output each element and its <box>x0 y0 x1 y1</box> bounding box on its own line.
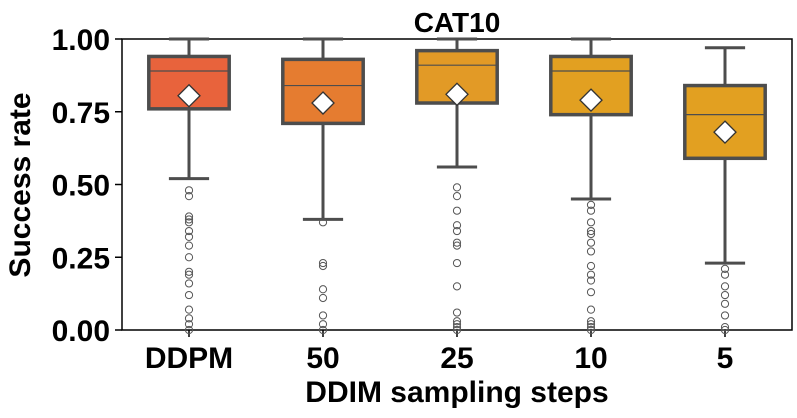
outlier-point <box>452 282 462 291</box>
outlier-point <box>184 253 194 262</box>
outlier-point <box>184 192 194 201</box>
y-axis-label: Success rate <box>4 92 37 277</box>
outlier-point <box>318 285 328 294</box>
outlier-point <box>452 320 462 329</box>
outlier-point <box>318 261 328 271</box>
mean-marker <box>579 88 603 113</box>
outlier-point <box>586 288 596 297</box>
outlier-point <box>452 221 462 230</box>
outlier-point <box>184 232 194 241</box>
outlier-point <box>452 192 462 201</box>
outlier-point <box>586 229 596 239</box>
x-tick-label: DDPM <box>145 342 233 375</box>
x-tick-label: 25 <box>440 342 473 375</box>
outlier-point <box>184 212 194 221</box>
outlier-point <box>318 293 328 303</box>
outlier-point <box>586 317 596 326</box>
outlier-point <box>318 218 328 227</box>
outlier-point <box>720 290 730 300</box>
box-series <box>147 37 767 335</box>
outlier-point <box>184 270 194 279</box>
mean-marker <box>713 120 737 145</box>
outlier-point <box>720 325 730 335</box>
outlier-point <box>586 226 596 236</box>
outlier-point <box>184 314 194 323</box>
outlier-point <box>586 261 596 271</box>
outlier-point <box>184 325 194 335</box>
outlier-point <box>452 241 462 250</box>
outlier-point <box>586 322 596 332</box>
outlier-point <box>184 186 194 195</box>
mean-marker <box>311 91 335 115</box>
outlier-point <box>184 290 194 300</box>
outlier-point <box>720 270 730 279</box>
outlier-point <box>720 311 730 320</box>
outlier-point <box>184 305 194 314</box>
y-tick-label: 0.00 <box>52 315 110 348</box>
y-tick-label: 1.00 <box>52 24 110 57</box>
x-axis-label: DDIM sampling steps <box>305 376 608 409</box>
box-group-5 <box>683 46 767 335</box>
outlier-point <box>318 320 328 329</box>
outlier-point <box>184 226 194 236</box>
outlier-point <box>452 226 462 236</box>
outlier-point <box>586 320 596 329</box>
outlier-point <box>586 238 596 247</box>
outlier-point <box>586 325 596 335</box>
outlier-point <box>184 215 194 224</box>
outlier-point <box>318 258 328 268</box>
outlier-point <box>586 247 596 256</box>
outlier-point <box>184 241 194 250</box>
box-group-10 <box>549 37 633 335</box>
x-tick-label: 10 <box>574 342 607 375</box>
box-iqr <box>147 54 231 111</box>
y-axis: 0.00 0.25 0.50 0.75 1.00 <box>52 24 122 348</box>
outlier-point <box>586 206 596 215</box>
outlier-point <box>720 299 730 308</box>
outlier-point <box>452 308 462 317</box>
outlier-point <box>452 183 462 192</box>
outlier-point <box>452 258 462 268</box>
outlier-point <box>184 320 194 329</box>
chart-title: CAT10 <box>414 7 501 38</box>
outlier-point <box>586 218 596 227</box>
y-tick-label: 0.25 <box>52 242 110 275</box>
outlier-point <box>586 305 596 314</box>
outlier-point <box>318 325 328 335</box>
outlier-point <box>720 282 730 291</box>
outlier-point <box>318 311 328 320</box>
outlier-point <box>184 218 194 227</box>
outlier-point <box>452 325 462 335</box>
outlier-point <box>184 279 194 288</box>
x-tick-label: 5 <box>717 342 734 375</box>
outlier-point <box>184 267 194 276</box>
outlier-point <box>452 206 462 215</box>
x-axis: DDPM 50 25 10 5 <box>145 330 734 375</box>
outlier-point <box>586 276 596 285</box>
mean-marker <box>445 82 469 107</box>
outlier-point <box>586 270 596 279</box>
box-group-ddpm <box>147 37 231 335</box>
outlier-point <box>452 317 462 326</box>
box-group-50 <box>281 37 365 335</box>
outlier-point <box>720 264 730 273</box>
mean-marker <box>177 83 201 108</box>
outlier-point <box>720 322 730 332</box>
outlier-point <box>452 238 462 247</box>
y-tick-label: 0.75 <box>52 97 110 130</box>
outlier-point <box>586 200 596 209</box>
y-tick-label: 0.50 <box>52 170 110 203</box>
x-tick-label: 50 <box>306 342 339 375</box>
box-group-25 <box>415 37 499 335</box>
outlier-point <box>452 322 462 332</box>
